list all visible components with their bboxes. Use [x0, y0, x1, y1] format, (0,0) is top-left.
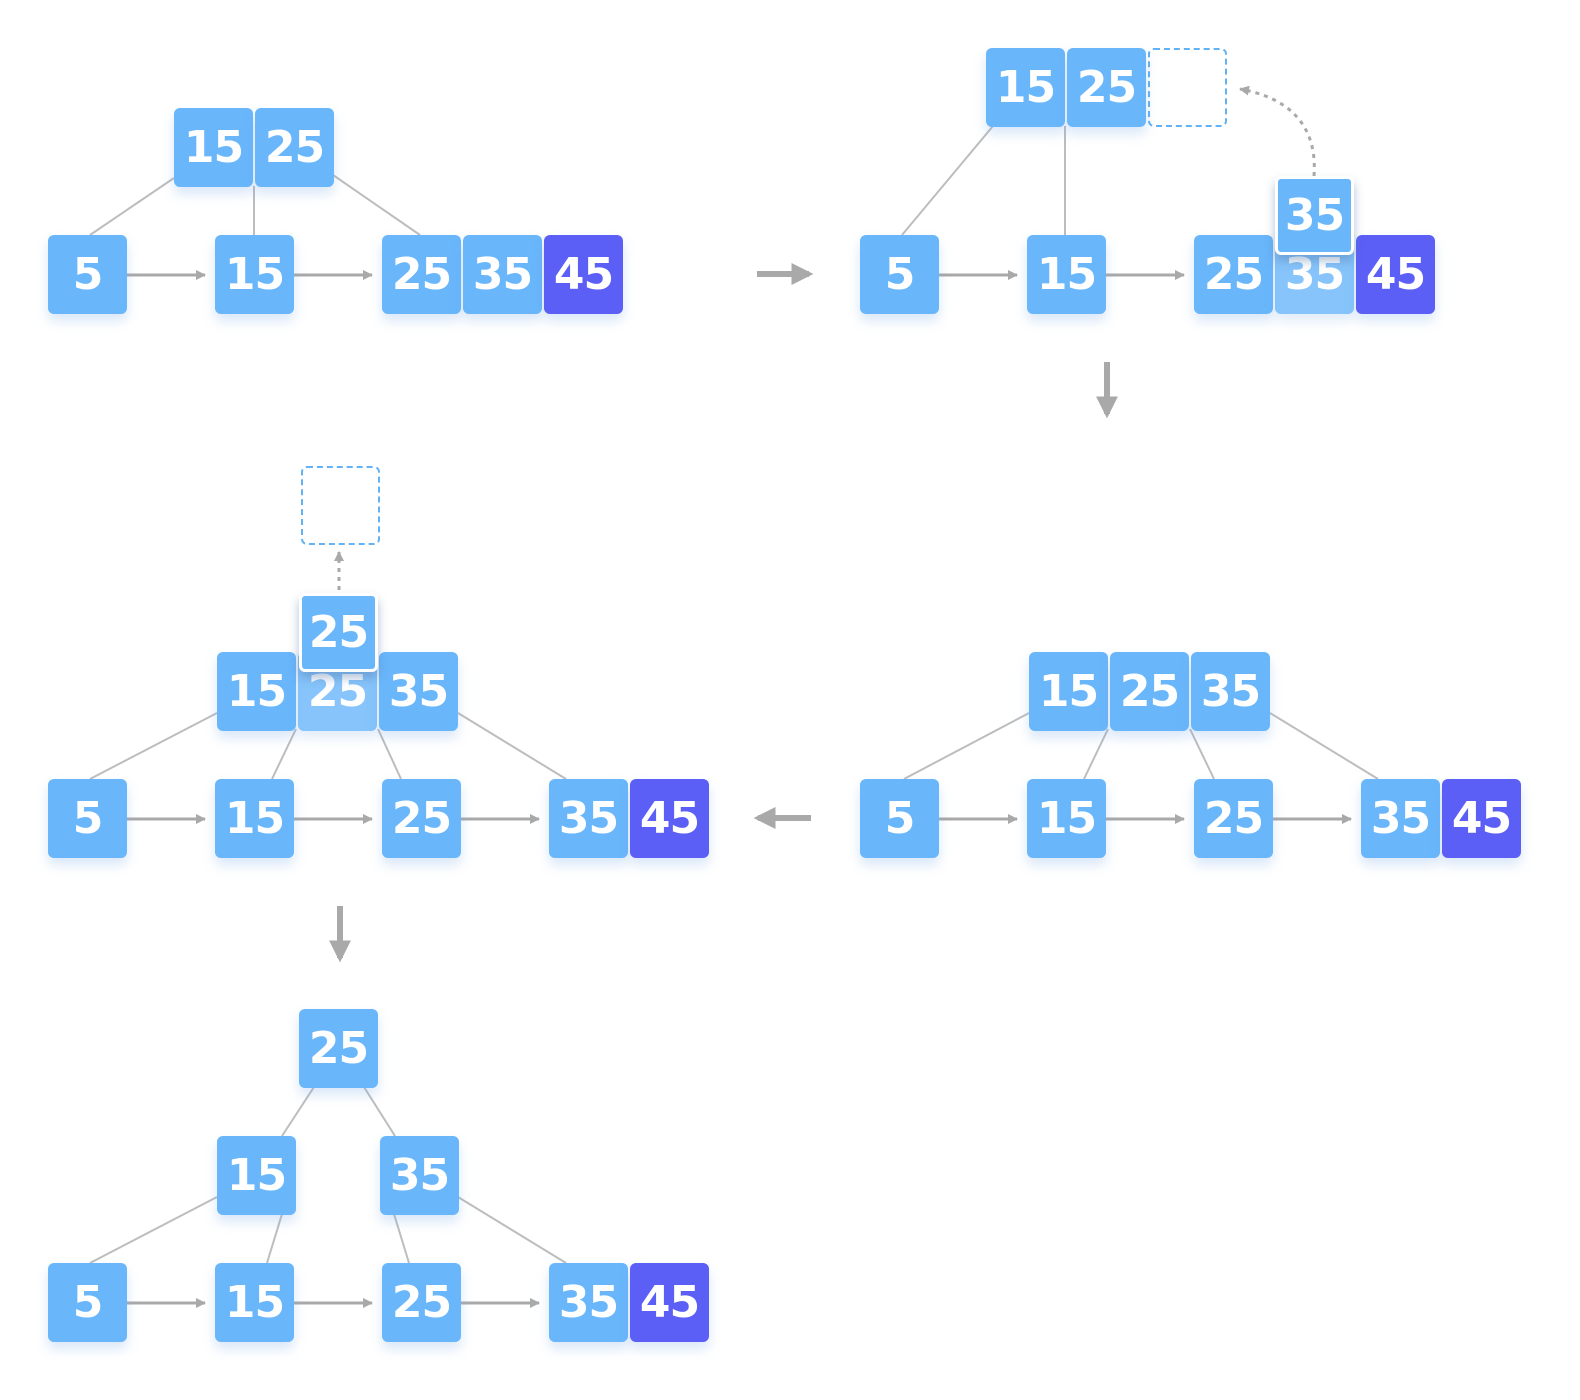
key-cell: 25 — [1194, 779, 1273, 858]
key-cell: 35 — [549, 779, 628, 858]
key-cell: 35 — [380, 1136, 459, 1215]
tree-edge — [281, 1086, 315, 1137]
key-cell: 25 — [299, 593, 378, 672]
tree-edge — [457, 712, 567, 780]
tree-edge — [363, 1086, 396, 1137]
key-cell: 5 — [48, 779, 127, 858]
tree-edge — [393, 1213, 410, 1264]
key-cell: 15 — [215, 779, 294, 858]
tree-edge — [89, 177, 175, 236]
key-cell: 15 — [215, 235, 294, 314]
key-cell: 15 — [217, 652, 296, 731]
highlighted-key-cell: 45 — [544, 235, 623, 314]
tree-edge — [332, 174, 421, 236]
tree-edge — [377, 728, 402, 780]
tree-edge — [89, 1196, 218, 1264]
key-cell: 25 — [1110, 652, 1189, 731]
tree-edge — [901, 125, 994, 236]
key-cell: 15 — [1029, 652, 1108, 731]
key-cell: 15 — [1027, 779, 1106, 858]
tree-edge — [266, 1213, 283, 1264]
key-cell: 25 — [382, 235, 461, 314]
highlighted-key-cell: 45 — [1442, 779, 1521, 858]
key-cell: 5 — [48, 1263, 127, 1342]
tree-edge — [457, 1196, 567, 1264]
key-cell: 15 — [986, 48, 1065, 127]
key-cell: 35 — [1275, 176, 1354, 255]
key-cell: 35 — [1191, 652, 1270, 731]
highlighted-key-cell: 45 — [630, 1263, 709, 1342]
key-cell: 5 — [860, 235, 939, 314]
key-cell: 25 — [299, 1009, 378, 1088]
highlighted-key-cell: 45 — [630, 779, 709, 858]
promotion-arrow-icon — [1239, 85, 1316, 177]
key-cell: 5 — [48, 235, 127, 314]
tree-edge — [903, 712, 1030, 780]
tree-edge — [1083, 728, 1109, 780]
tree-edge — [1189, 728, 1215, 780]
key-cell: 35 — [1361, 779, 1440, 858]
empty-slot-placeholder — [1148, 48, 1227, 127]
key-cell: 35 — [463, 235, 542, 314]
key-cell: 25 — [255, 108, 334, 187]
key-cell: 15 — [174, 108, 253, 187]
tree-edge — [89, 712, 218, 780]
highlighted-key-cell: 45 — [1356, 235, 1435, 314]
key-cell: 15 — [215, 1263, 294, 1342]
key-cell: 35 — [549, 1263, 628, 1342]
key-cell: 15 — [1027, 235, 1106, 314]
key-cell: 25 — [382, 1263, 461, 1342]
new-root-placeholder — [301, 466, 380, 545]
key-cell: 25 — [382, 779, 461, 858]
key-cell: 25 — [1194, 235, 1273, 314]
key-cell: 35 — [379, 652, 458, 731]
tree-edge — [1269, 712, 1379, 780]
key-cell: 25 — [1067, 48, 1146, 127]
tree-edge — [271, 728, 297, 780]
key-cell: 15 — [217, 1136, 296, 1215]
key-cell: 5 — [860, 779, 939, 858]
